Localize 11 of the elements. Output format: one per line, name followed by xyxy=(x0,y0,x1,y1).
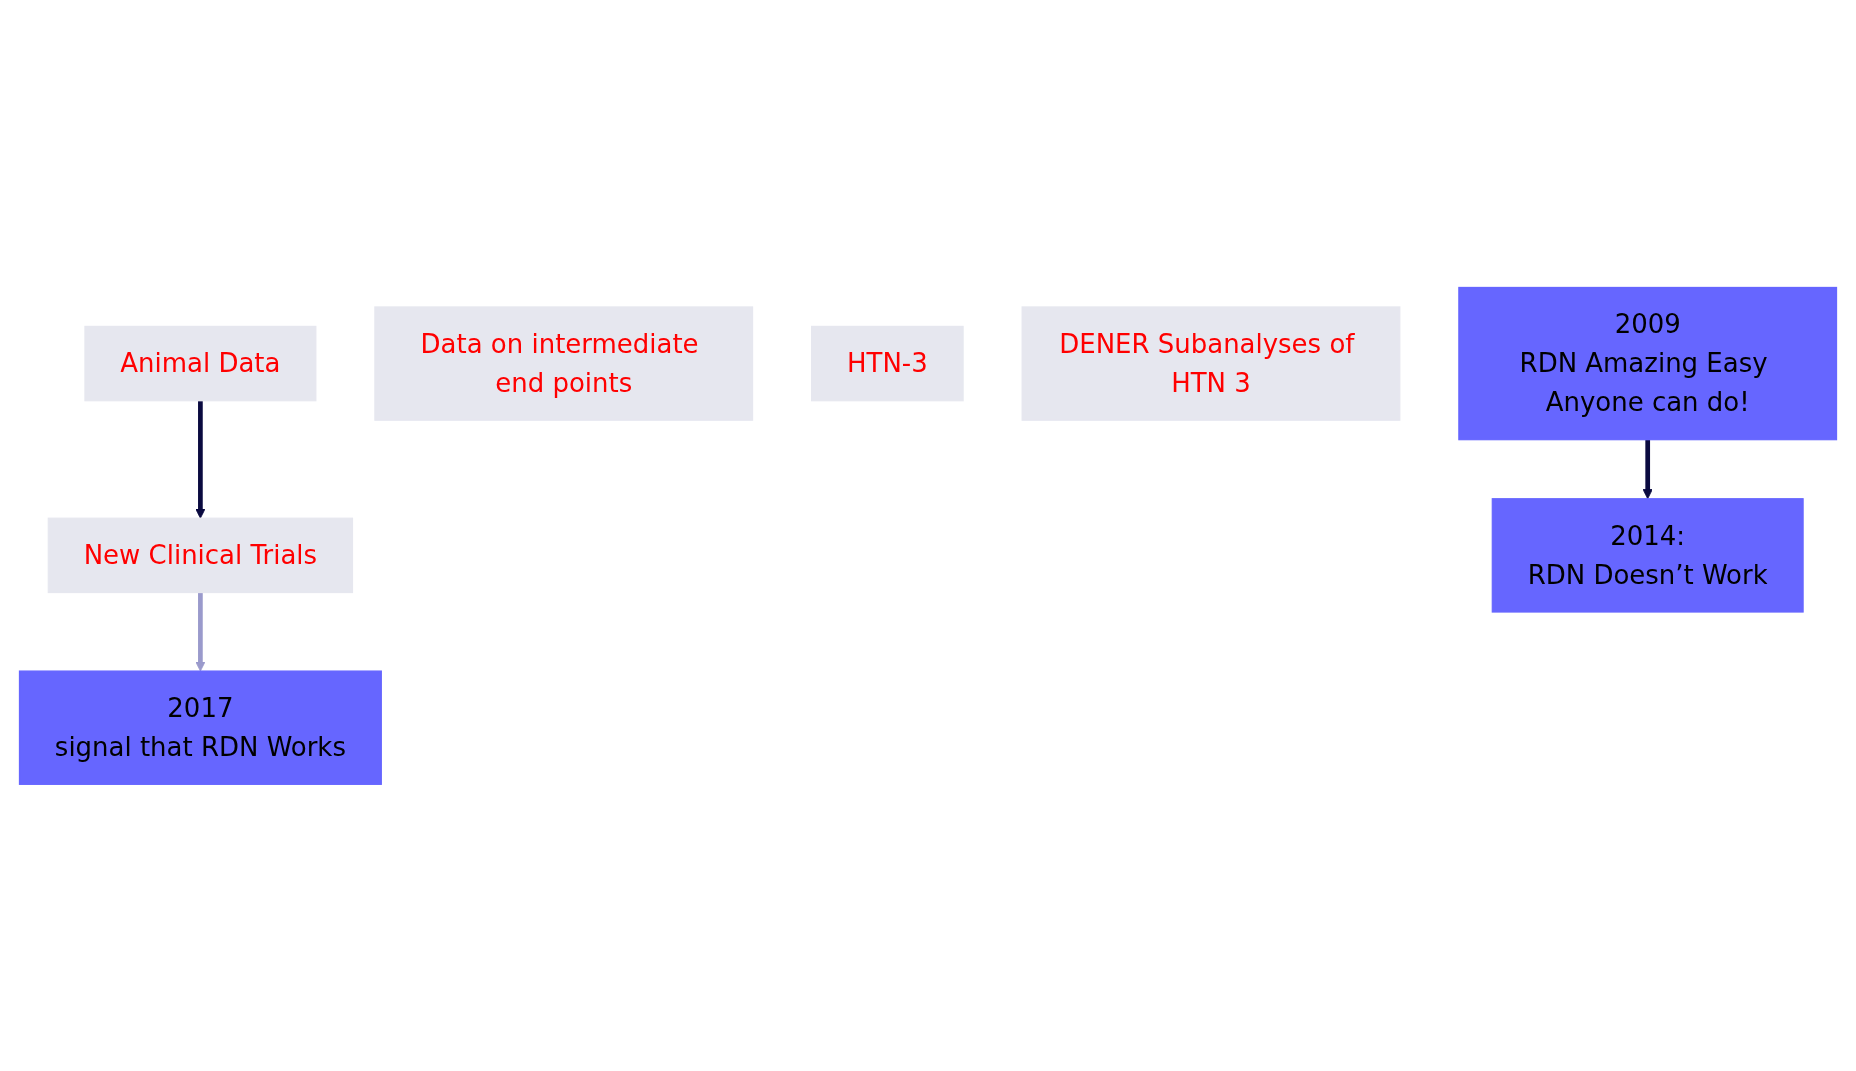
arrow xyxy=(195,400,206,519)
node-box: Data on intermediate end points xyxy=(374,305,754,421)
node-box: New Clinical Trials xyxy=(47,517,354,593)
arrow xyxy=(195,592,206,672)
node-box: Animal Data xyxy=(84,325,317,401)
node-box: 2014: RDN Doesn’t Work xyxy=(1491,497,1804,613)
node-box: 2009 RDN Amazing Easy Anyone can do! xyxy=(1458,286,1838,440)
node-box: HTN-3 xyxy=(811,325,964,401)
node-box: 2017 signal that RDN Works xyxy=(18,670,382,785)
node-box: DENER Subanalyses of HTN 3 xyxy=(1021,305,1401,421)
arrow xyxy=(1642,439,1653,499)
